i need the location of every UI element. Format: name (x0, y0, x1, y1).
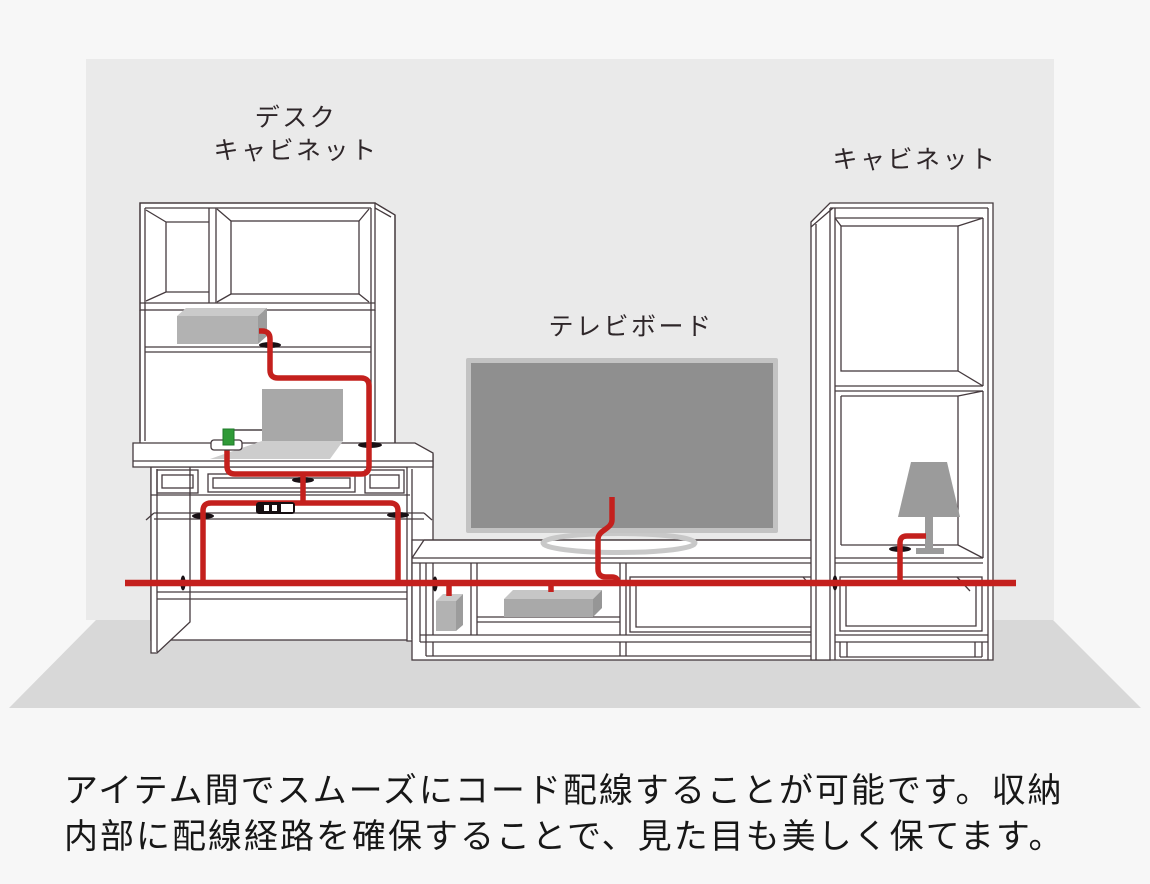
tv-screen (471, 363, 773, 528)
desk-cabinet-label-line1: デスク (254, 103, 338, 132)
table-lamp (898, 462, 960, 554)
tv-board-unit (411, 539, 831, 661)
laptop-keyboard (210, 441, 343, 459)
laptop (210, 389, 343, 459)
desk-cabinet-label: デスク キャビネット (186, 101, 406, 167)
furniture-illustration (9, 59, 1141, 708)
cabinet-body (810, 202, 994, 661)
cable-tv (595, 497, 621, 584)
caption-text: アイテム間でスムーズにコード配線することが可能です。収納 内部に配線経路を確保す… (64, 768, 1065, 860)
cabinet-unit (810, 202, 994, 661)
tv-stand (540, 531, 698, 555)
cabinet-label: キャビネット (832, 145, 998, 174)
cable-router-to-desk (224, 328, 372, 477)
cable-lamp (897, 533, 926, 583)
laptop-screen (262, 389, 343, 441)
caption-line1: アイテム間でスムーズにコード配線することが可能です。収納 (64, 771, 1064, 811)
router-device (177, 308, 267, 344)
cable-grommets (180, 342, 911, 592)
desk-outlet (210, 428, 243, 451)
media-player (504, 590, 602, 617)
green-plug (222, 428, 235, 446)
lamp-shade (898, 462, 960, 517)
tv-board-label: テレビボード (548, 312, 714, 341)
desk-cabinet-label-line2: キャビネット (213, 136, 379, 165)
lamp-stem (925, 517, 933, 548)
lamp-base (916, 548, 944, 554)
power-cables (125, 328, 1016, 596)
power-strip (256, 502, 295, 514)
cable-under-desk-loop (200, 500, 401, 583)
caption-line2: 内部に配線経路を確保することで、見た目も美しく保てます。 (64, 817, 1065, 857)
television (466, 358, 778, 555)
set-top-box (436, 594, 463, 631)
